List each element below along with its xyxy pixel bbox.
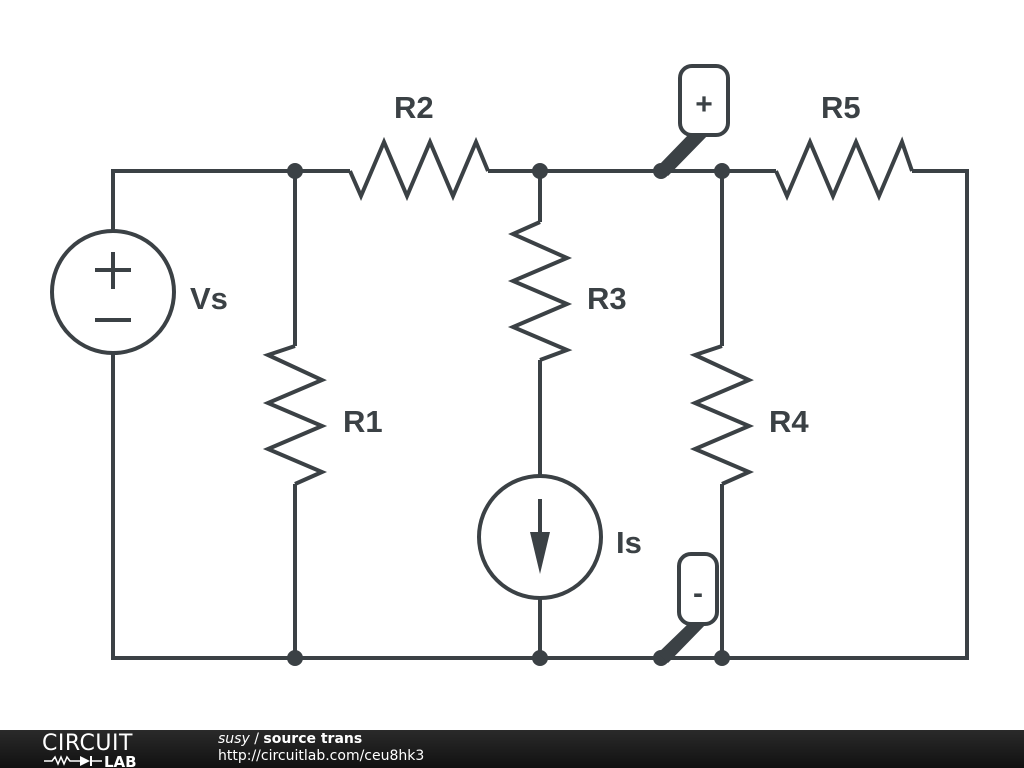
resistor-r3[interactable]: R3 — [507, 220, 627, 362]
voltage-probe-positive[interactable]: + — [658, 64, 730, 176]
voltage-source-vs[interactable]: Vs — [50, 229, 228, 355]
probe-plus-label: + — [695, 88, 713, 121]
author-link[interactable]: susy — [218, 731, 250, 747]
circuit-meta: susy / source trans http://circuitlab.co… — [218, 731, 424, 765]
circuitlab-logo[interactable]: CIRCUIT LAB — [42, 730, 176, 768]
label-r1: R1 — [343, 404, 383, 439]
wire-top-left — [111, 169, 350, 231]
current-source-is[interactable]: Is — [477, 474, 642, 600]
logo-top-text: CIRCUIT — [42, 731, 133, 756]
voltage-probe-negative[interactable]: - — [658, 552, 719, 663]
footer-bar: CIRCUIT LAB susy / source trans http://c… — [0, 730, 1024, 768]
schematic-canvas: R2 R5 R1 R3 R4 Vs Is — [50, 64, 969, 666]
label-r2: R2 — [394, 90, 434, 125]
circuit-title[interactable]: source trans — [263, 731, 363, 747]
resistor-diode-icon — [44, 755, 102, 766]
resistor-r4[interactable]: R4 — [689, 344, 809, 486]
label-r3: R3 — [587, 281, 627, 316]
meta-title-line: susy / source trans — [218, 731, 424, 748]
label-r5: R5 — [821, 90, 861, 125]
label-vs: Vs — [190, 281, 228, 316]
label-r4: R4 — [769, 404, 809, 439]
resistor-r5[interactable]: R5 — [774, 90, 914, 202]
resistor-r2[interactable]: R2 — [348, 90, 490, 202]
resistor-r1[interactable]: R1 — [262, 344, 383, 486]
meta-separator: / — [249, 731, 264, 747]
circuit-url[interactable]: http://circuitlab.com/ceu8hk3 — [218, 748, 425, 764]
wire-right — [111, 169, 969, 660]
logo-bottom-text: LAB — [104, 753, 137, 768]
label-is: Is — [616, 525, 642, 560]
probe-minus-label: - — [693, 577, 703, 610]
